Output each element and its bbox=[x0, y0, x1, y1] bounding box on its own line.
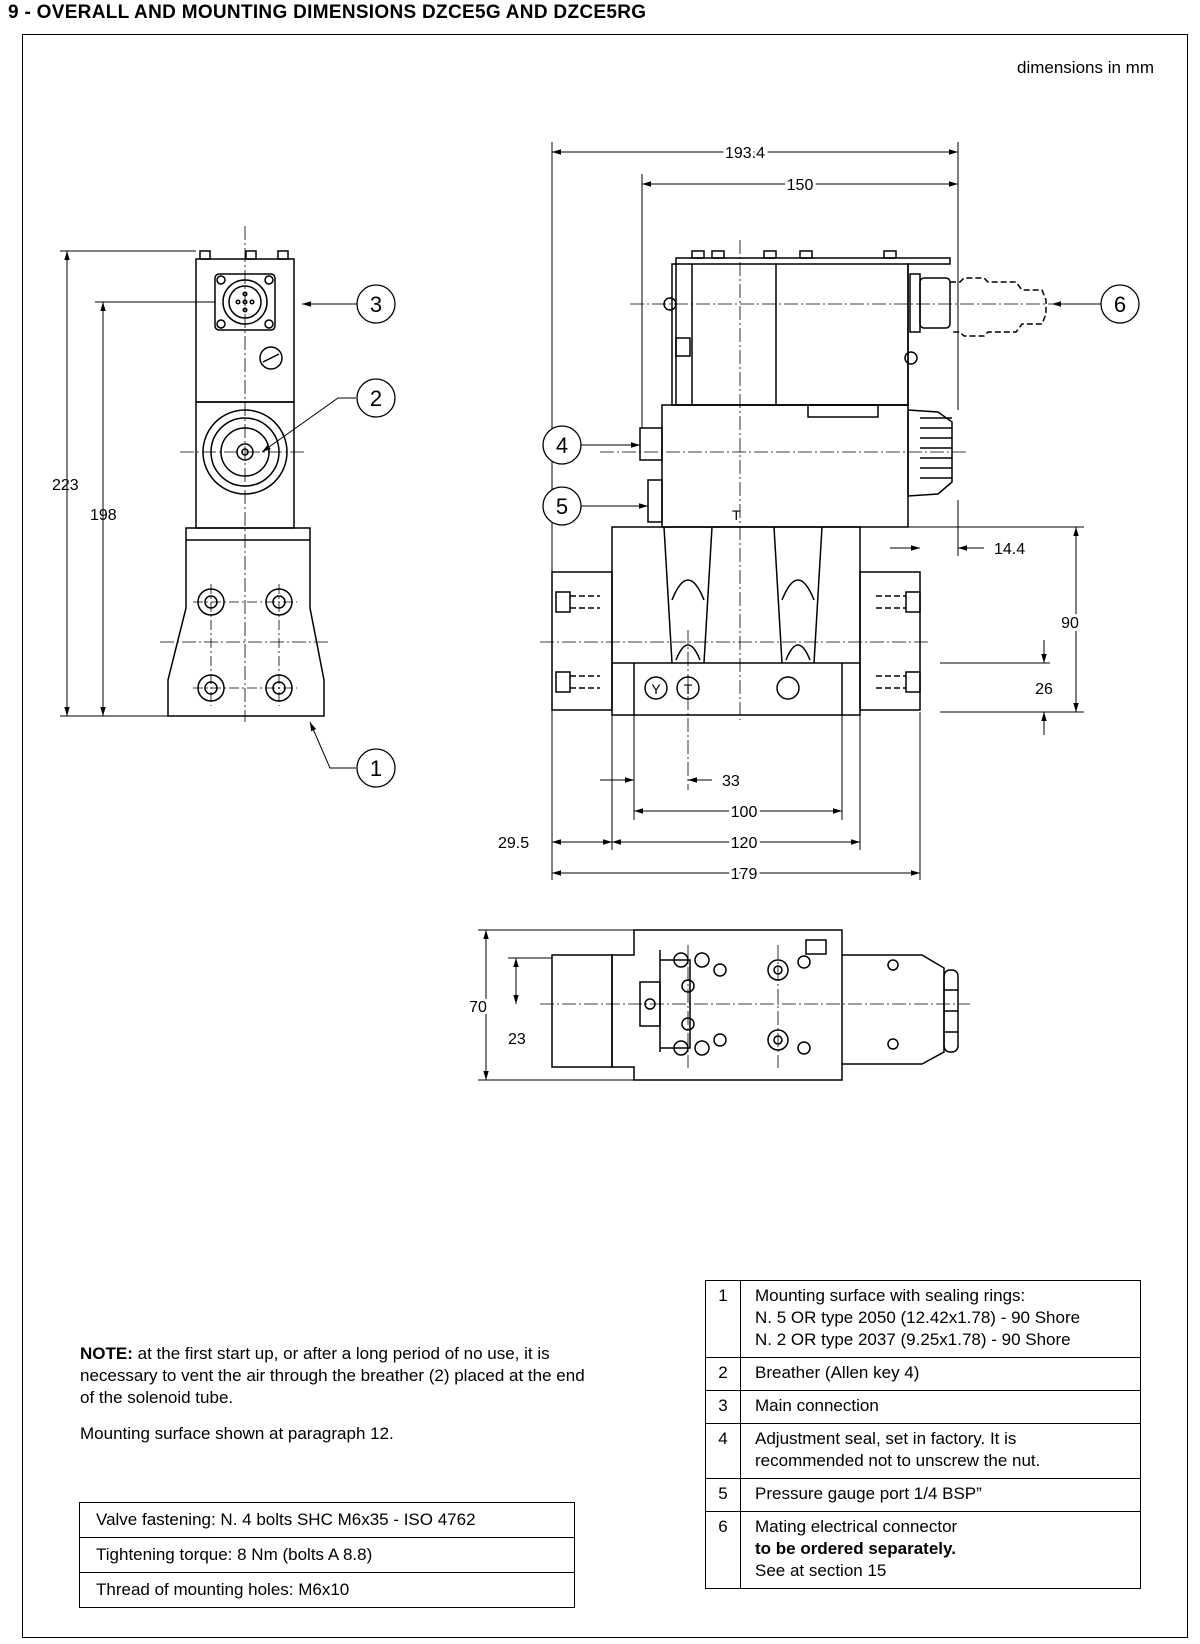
legend-text: Breather (Allen key 4) bbox=[740, 1357, 1141, 1391]
port-label-t: T bbox=[684, 681, 693, 697]
legend-line: N. 2 OR type 2037 (9.25x1.78) - 90 Shore bbox=[755, 1330, 1071, 1349]
table-row: Tightening torque: 8 Nm (bolts A 8.8) bbox=[79, 1537, 575, 1573]
dim-26: 26 bbox=[1035, 681, 1053, 698]
units-note: dimensions in mm bbox=[1017, 58, 1154, 77]
note-text: at the first start up, or after a long p… bbox=[80, 1344, 585, 1407]
legend-line: Mating electrical connector bbox=[755, 1517, 958, 1536]
table-row: 5 Pressure gauge port 1/4 BSP” bbox=[705, 1478, 1141, 1512]
legend-number: 2 bbox=[705, 1357, 741, 1391]
page-title: 9 - OVERALL AND MOUNTING DIMENSIONS DZCE… bbox=[8, 2, 647, 23]
legend-text: Adjustment seal, set in factory. It is r… bbox=[740, 1423, 1141, 1479]
dim-223: 223 bbox=[52, 477, 79, 494]
fastening-cell: Valve fastening: N. 4 bolts SHC M6x35 - … bbox=[79, 1502, 575, 1538]
legend-text: Main connection bbox=[740, 1390, 1141, 1424]
port-label-t-top: T bbox=[732, 507, 741, 523]
legend-text: Mating electrical connector to be ordere… bbox=[740, 1511, 1141, 1589]
side-view bbox=[60, 226, 330, 722]
table-row: 6 Mating electrical connector to be orde… bbox=[705, 1511, 1141, 1589]
table-row: 2 Breather (Allen key 4) bbox=[705, 1357, 1141, 1391]
dim-33: 33 bbox=[722, 773, 740, 790]
table-row: Thread of mounting holes: M6x10 bbox=[79, 1572, 575, 1608]
drawing-frame bbox=[22, 34, 1188, 1638]
note-label: NOTE: bbox=[80, 1344, 133, 1363]
fastening-cell: Tightening torque: 8 Nm (bolts A 8.8) bbox=[79, 1537, 575, 1573]
legend-text: Mounting surface with sealing rings: N. … bbox=[740, 1280, 1141, 1358]
dim-90: 90 bbox=[1061, 615, 1079, 632]
callout-circles bbox=[356, 284, 1140, 788]
dim-14-4: 14.4 bbox=[994, 541, 1025, 558]
legend-number: 6 bbox=[705, 1511, 741, 1589]
dim-29-5: 29.5 bbox=[498, 835, 529, 852]
callout-5: 5 bbox=[556, 494, 568, 519]
legend-line: Main connection bbox=[755, 1396, 879, 1415]
dim-100: 100 bbox=[731, 804, 758, 821]
legend-number: 5 bbox=[705, 1478, 741, 1512]
legend-line: N. 5 OR type 2050 (12.42x1.78) - 90 Shor… bbox=[755, 1308, 1081, 1327]
dim-120: 120 bbox=[731, 835, 758, 852]
legend-line-bold: to be ordered separately. bbox=[755, 1539, 956, 1558]
callout-2: 2 bbox=[370, 386, 382, 411]
legend-number: 4 bbox=[705, 1423, 741, 1479]
fastening-table: Valve fastening: N. 4 bolts SHC M6x35 - … bbox=[79, 1502, 575, 1608]
callout-3: 3 bbox=[370, 292, 382, 317]
front-view bbox=[540, 142, 1084, 880]
note-paragraph: NOTE: at the first start up, or after a … bbox=[80, 1343, 590, 1409]
mounting-note: Mounting surface shown at paragraph 12. bbox=[80, 1424, 394, 1443]
legend-line: Adjustment seal, set in factory. It is bbox=[755, 1429, 1017, 1448]
legend-line: recommended not to unscrew the nut. bbox=[755, 1451, 1041, 1470]
table-row: 3 Main connection bbox=[705, 1390, 1141, 1424]
dim-70: 70 bbox=[469, 999, 487, 1016]
legend-line: Mounting surface with sealing rings: bbox=[755, 1286, 1026, 1305]
legend-number: 3 bbox=[705, 1390, 741, 1424]
port-label-y: Y bbox=[651, 681, 661, 697]
callout-4: 4 bbox=[556, 433, 568, 458]
legend-table: 1 Mounting surface with sealing rings: N… bbox=[705, 1280, 1141, 1589]
dim-198: 198 bbox=[90, 507, 117, 524]
dim-150: 150 bbox=[787, 177, 814, 194]
callout-6: 6 bbox=[1114, 292, 1126, 317]
legend-line: See at section 15 bbox=[755, 1561, 887, 1580]
top-view bbox=[478, 929, 970, 1081]
legend-line: Breather (Allen key 4) bbox=[755, 1363, 920, 1382]
legend-number: 1 bbox=[705, 1280, 741, 1358]
dim-179: 179 bbox=[731, 866, 758, 883]
dim-23: 23 bbox=[508, 1031, 526, 1048]
dim-193-4: 193.4 bbox=[725, 145, 765, 162]
legend-text: Pressure gauge port 1/4 BSP” bbox=[740, 1478, 1141, 1512]
callout-leaders bbox=[261, 301, 1102, 769]
legend-line: Pressure gauge port 1/4 BSP” bbox=[755, 1484, 982, 1503]
callout-1: 1 bbox=[370, 756, 382, 781]
table-row: 1 Mounting surface with sealing rings: N… bbox=[705, 1280, 1141, 1358]
table-row: Valve fastening: N. 4 bolts SHC M6x35 - … bbox=[79, 1502, 575, 1538]
table-row: 4 Adjustment seal, set in factory. It is… bbox=[705, 1423, 1141, 1479]
fastening-cell: Thread of mounting holes: M6x10 bbox=[79, 1572, 575, 1608]
